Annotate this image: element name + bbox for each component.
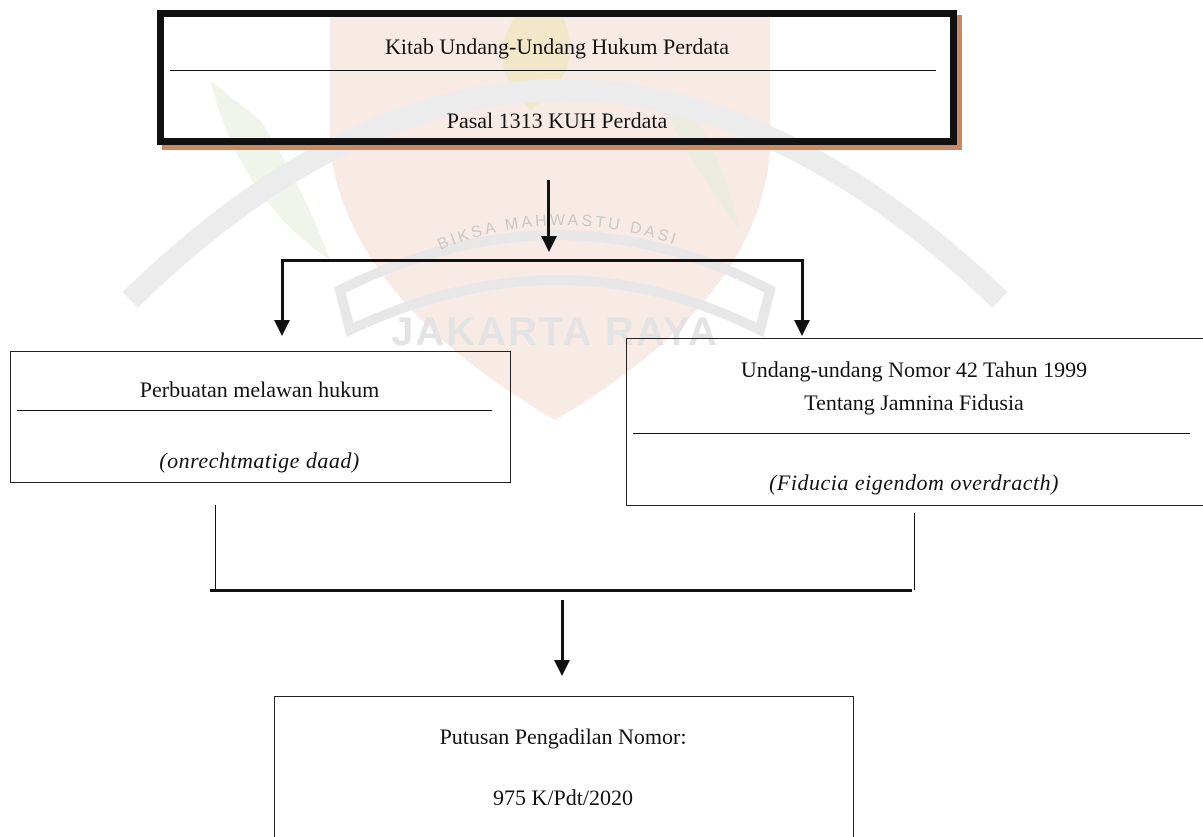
- watermark-arc-text: BIKSA MAHWASTU DASI: [435, 212, 680, 254]
- bottom-box-court-decision: [274, 696, 854, 837]
- split-horizontal-line: [281, 259, 803, 262]
- left-box-divider: [17, 410, 492, 411]
- top-box-civil-code: [157, 10, 957, 145]
- merge-left-riser: [215, 505, 216, 590]
- merge-down-connector: [561, 600, 564, 662]
- merge-down-arrowhead: [554, 660, 570, 676]
- left-box-subtitle: (onrechtmatige daad): [159, 448, 360, 473]
- merge-right-riser: [914, 513, 915, 590]
- right-box-title-line1: Undang-undang Nomor 42 Tahun 1999: [740, 357, 1088, 382]
- merge-horizontal-line: [210, 589, 912, 592]
- top-connector: [547, 180, 550, 238]
- left-box-title: Perbuatan melawan hukum: [139, 377, 380, 402]
- top-box-divider: [170, 70, 936, 71]
- right-box-divider: [633, 433, 1190, 434]
- split-left-arrowhead: [274, 320, 290, 336]
- bottom-box-number: 975 K/Pdt/2020: [493, 785, 633, 810]
- top-box-title: Kitab Undang-Undang Hukum Perdata: [385, 34, 729, 59]
- split-left-drop: [281, 259, 284, 321]
- left-box-tort: [10, 351, 511, 483]
- right-box-fiduciary-law: [626, 338, 1203, 506]
- top-connector-arrowhead: [541, 236, 557, 252]
- right-box-subtitle: (Fiducia eigendom overdracth): [769, 470, 1059, 495]
- split-right-arrowhead: [794, 320, 810, 336]
- bottom-box-title: Putusan Pengadilan Nomor:: [439, 724, 687, 749]
- split-right-drop: [801, 259, 804, 321]
- right-box-title-line2: Tentang Jamnina Fidusia: [804, 390, 1024, 415]
- top-box-subtitle: Pasal 1313 KUH Perdata: [446, 108, 668, 133]
